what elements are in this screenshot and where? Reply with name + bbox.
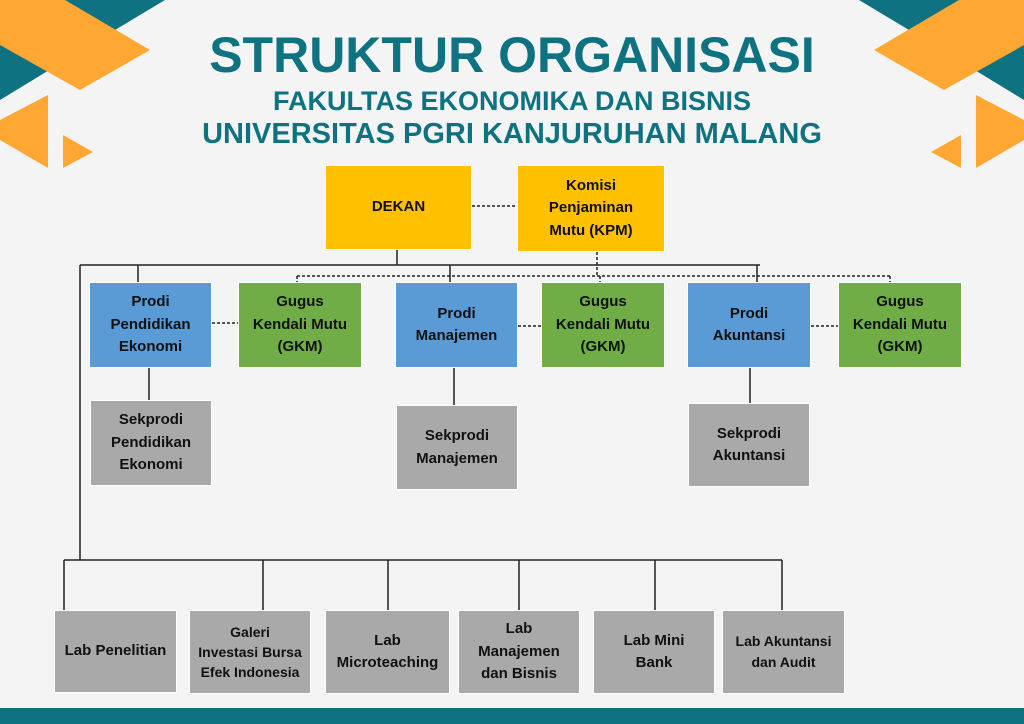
prodi-manajemen-box: Prodi Manajemen — [395, 282, 518, 368]
sekprodi-pendidikan-ekonomi-box: Sekprodi Pendidikan Ekonomi — [90, 400, 212, 486]
gkm-box-2: Gugus Kendali Mutu (GKM) — [541, 282, 665, 368]
prodi-pendidikan-ekonomi-box: Prodi Pendidikan Ekonomi — [89, 282, 212, 368]
sekprodi-akuntansi-box: Sekprodi Akuntansi — [688, 403, 810, 487]
lab-penelitian-box: Lab Penelitian — [54, 610, 177, 693]
lab-mini-bank-box: Lab Mini Bank — [593, 610, 715, 694]
faculty-subtitle: FAKULTAS EKONOMIKA DAN BISNIS — [273, 86, 751, 116]
footer-bar — [0, 708, 1024, 724]
lab-microteaching-box: Lab Microteaching — [325, 610, 450, 694]
galeri-investasi-box: Galeri Investasi Bursa Efek Indonesia — [189, 610, 311, 694]
gkm-box-1: Gugus Kendali Mutu (GKM) — [238, 282, 362, 368]
page-title: STRUKTUR ORGANISASI — [209, 27, 815, 83]
prodi-akuntansi-box: Prodi Akuntansi — [687, 282, 811, 368]
gkm-box-3: Gugus Kendali Mutu (GKM) — [838, 282, 962, 368]
sekprodi-manajemen-box: Sekprodi Manajemen — [396, 405, 518, 490]
lab-akuntansi-audit-box: Lab Akuntansi dan Audit — [722, 610, 845, 694]
lab-manajemen-bisnis-box: Lab Manajemen dan Bisnis — [458, 610, 580, 694]
dekan-box: DEKAN — [325, 165, 472, 250]
university-subtitle: UNIVERSITAS PGRI KANJURUHAN MALANG — [202, 118, 822, 150]
kpm-box: Komisi Penjaminan Mutu (KPM) — [517, 165, 665, 252]
